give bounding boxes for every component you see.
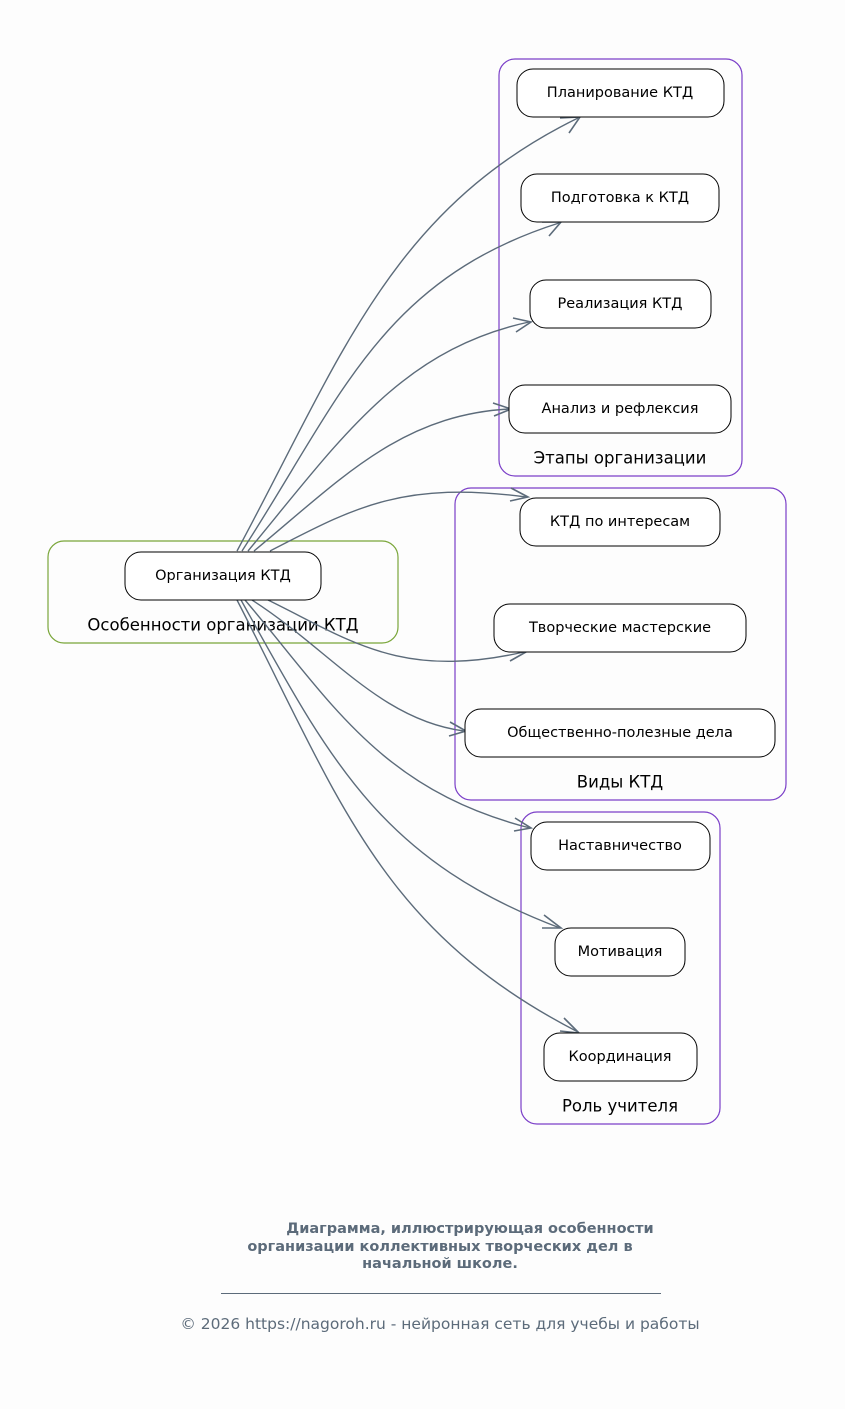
node-coord-label: Координация (568, 1049, 671, 1065)
cluster-root-frame (47, 540, 399, 644)
node-motiv-box[interactable] (554, 927, 686, 977)
edge-root-real (247, 321, 530, 552)
node-social-label: Общественно-полезные дела (507, 725, 733, 741)
node-coord[interactable]: Координация (543, 1032, 698, 1082)
caption-line-1: Диаграмма, иллюстрирующая особенности (286, 1221, 654, 1237)
cluster-types-label: Виды КТД (577, 773, 664, 792)
node-plan[interactable]: Планирование КТД (516, 68, 725, 118)
cluster-types: Виды КТД (454, 487, 787, 801)
edge-root-mentor (244, 599, 531, 829)
node-anal-box[interactable] (508, 384, 732, 434)
arrowhead-icon (559, 1017, 582, 1035)
edges (236, 116, 582, 1035)
cluster-stages-label: Этапы организации (534, 449, 707, 468)
node-motiv[interactable]: Мотивация (554, 927, 686, 977)
cluster-stages: Этапы организации (498, 58, 743, 477)
node-social[interactable]: Общественно-полезные дела (464, 708, 776, 758)
node-workshops[interactable]: Творческие мастерские (493, 603, 747, 653)
edge-root-plan (236, 117, 579, 552)
node-anal[interactable]: Анализ и рефлексия (508, 384, 732, 434)
node-real-label: Реализация КТД (558, 296, 683, 312)
node-real[interactable]: Реализация КТД (529, 279, 712, 329)
caption-divider (221, 1293, 661, 1294)
node-prep-box[interactable] (520, 173, 720, 223)
node-interest-label: КТД по интересам (550, 514, 690, 530)
arrowhead-icon (509, 487, 531, 502)
node-plan-box[interactable] (516, 68, 725, 118)
edge-root-coord (236, 599, 579, 1033)
arrowhead-icon (513, 817, 534, 832)
cluster-types-frame (454, 487, 787, 801)
cluster-stages-frame (498, 58, 743, 477)
node-workshops-label: Творческие мастерские (528, 620, 711, 636)
caption-line-2: организации коллективных творческих дел … (247, 1238, 633, 1255)
node-anal-label: Анализ и рефлексия (542, 401, 699, 417)
edge-root-social (251, 599, 465, 732)
cluster-teacher: Роль учителя (520, 811, 721, 1125)
node-real-box[interactable] (529, 279, 712, 329)
edge-root-prep (241, 222, 560, 552)
node-interest[interactable]: КТД по интересам (519, 497, 721, 547)
cluster-root-label: Особенности организации КТД (87, 616, 358, 635)
arrowhead-icon (542, 914, 564, 929)
cluster-root: Особенности организации КТД (47, 540, 399, 644)
arrowhead-icon (542, 221, 563, 237)
node-prep[interactable]: Подготовка к КТД (520, 173, 720, 223)
node-mentor[interactable]: Наставничество (530, 821, 711, 871)
diagram-caption-title: Диаграмма, иллюстрирующая особенности ор… (150, 1221, 730, 1274)
edge-root-motiv (240, 599, 561, 929)
cluster-teacher-frame (520, 811, 721, 1125)
node-prep-label: Подготовка к КТД (551, 190, 689, 206)
node-motiv-label: Мотивация (578, 944, 663, 960)
arrowhead-icon (512, 317, 534, 333)
node-interest-box[interactable] (519, 497, 721, 547)
node-plan-label: Планирование КТД (547, 85, 693, 101)
node-coord-box[interactable] (543, 1032, 698, 1082)
node-social-box[interactable] (464, 708, 776, 758)
node-workshops-box[interactable] (493, 603, 747, 653)
copyright-text: © 2026 https://nagoroh.ru - нейронная се… (180, 1315, 700, 1333)
edge-root-anal (253, 408, 510, 552)
node-root-label: Организация КТД (155, 568, 291, 584)
caption-line-3: начальной школе. (362, 1256, 518, 1272)
edge-root-workshops (267, 599, 525, 663)
node-mentor-box[interactable] (530, 821, 711, 871)
node-root[interactable]: Организация КТД (124, 551, 322, 601)
node-root-box[interactable] (124, 551, 322, 601)
edge-root-interest (269, 491, 527, 552)
cluster-teacher-label: Роль учителя (562, 1097, 678, 1116)
node-mentor-label: Наставничество (558, 838, 682, 854)
